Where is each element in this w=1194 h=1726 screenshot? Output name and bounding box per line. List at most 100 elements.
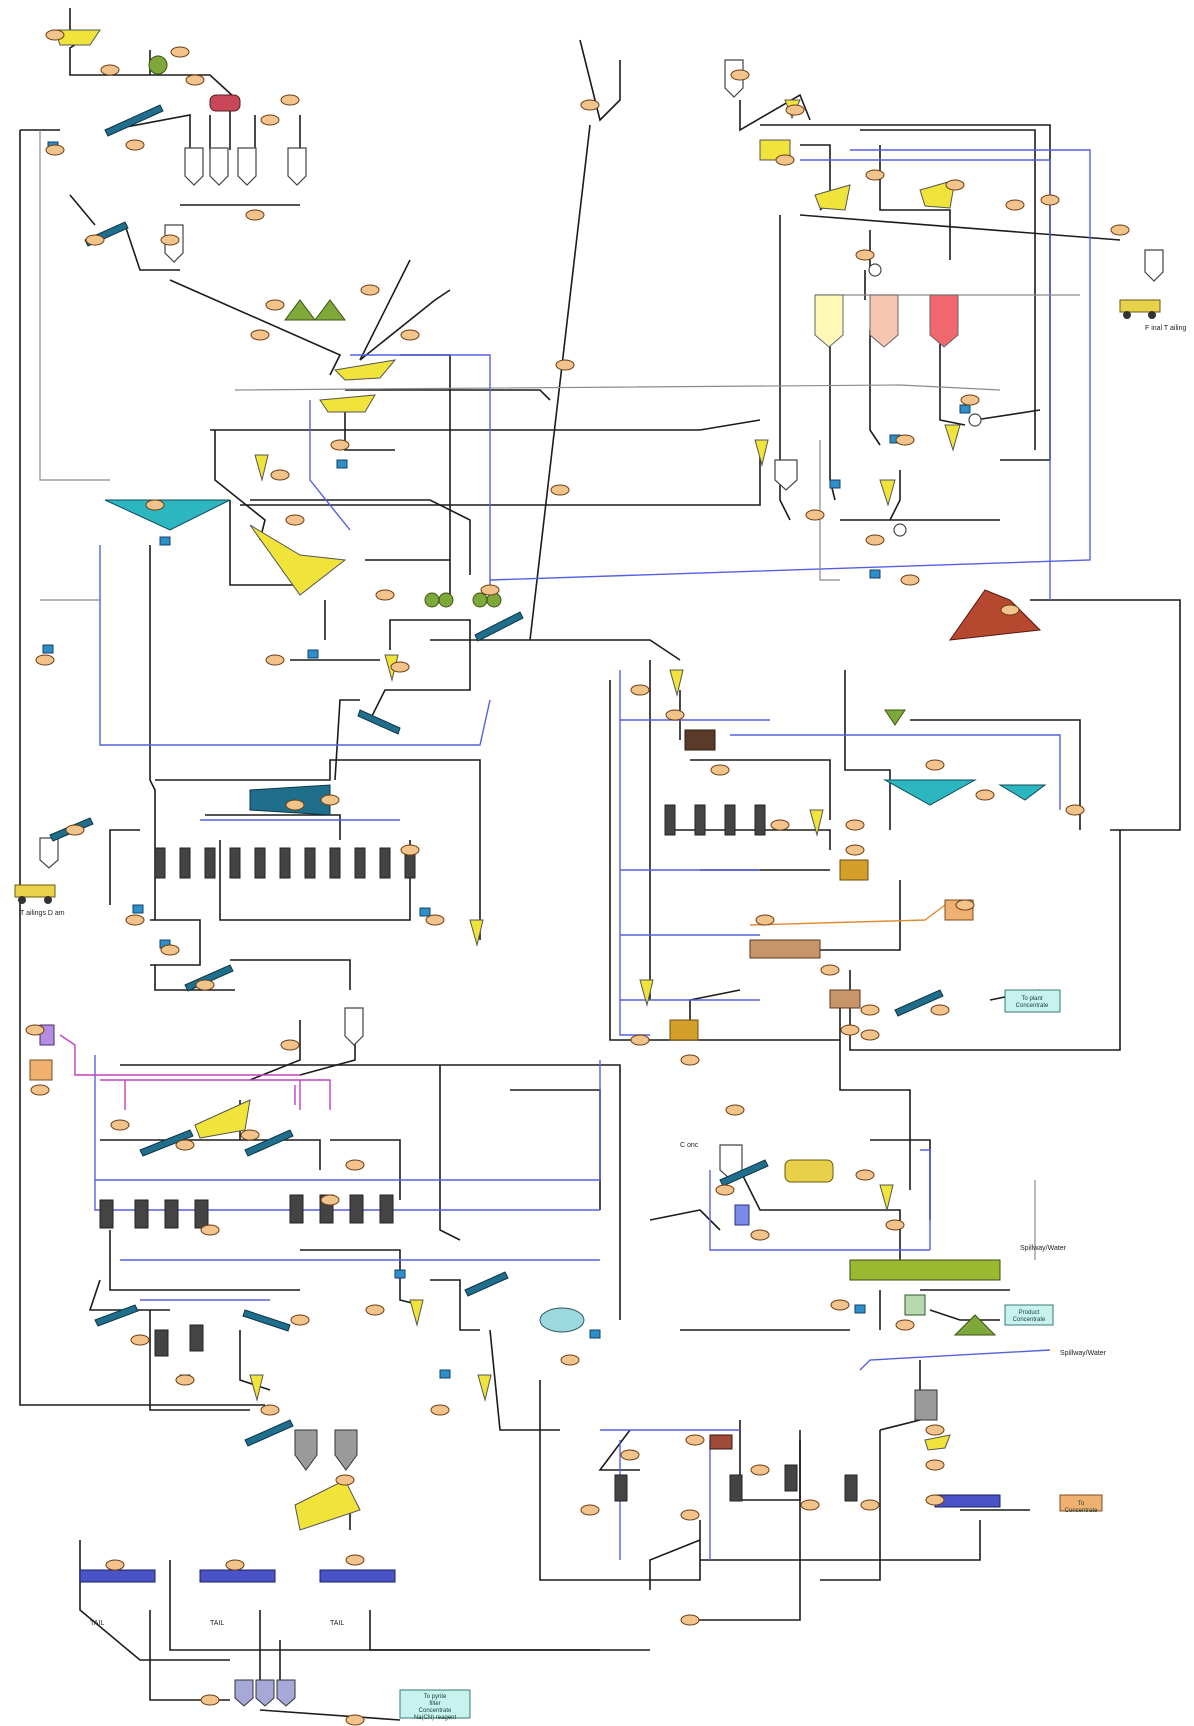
equipment-tag [926,760,944,770]
vib-screen-1 [335,360,395,380]
equipment-tag [831,1300,849,1310]
side-note-1: TAIL [90,1620,104,1627]
mill-1 [425,593,439,607]
equipment-tag [286,800,304,810]
flotation-train [850,1260,1000,1280]
equipment-tag [481,585,499,595]
pump-lb1 [395,1270,405,1278]
flotation-1 [840,860,868,880]
rb-blue-unit [735,1205,749,1225]
conveyor-4 [358,710,400,734]
equipment-tag [391,662,409,672]
silo-left [40,838,58,868]
equipment-tag [556,360,574,370]
reagent-cone [885,710,905,725]
primary-crusher [149,56,167,74]
filter-lb3 [155,1330,168,1356]
equipment-tag [431,1405,449,1415]
silo-r2 [1145,250,1163,281]
ore-bin [210,95,240,111]
equipment-tag [261,115,279,125]
equipment-tag [321,795,339,805]
equipment-tag [176,1140,194,1150]
equipment-tag [241,1130,259,1140]
jig [685,730,715,750]
equipment-tag [266,655,284,665]
pump-5 [308,650,318,658]
equipment-tag [931,1005,949,1015]
equipment-tag [786,105,804,115]
silo-3 [345,1008,363,1045]
pump-6 [133,905,143,913]
equipment-tag [171,47,189,57]
equipment-tag [846,845,864,855]
equipment-tag [271,470,289,480]
equipment-tag [331,440,349,450]
steam-line [750,905,945,925]
equipment-tag [901,575,919,585]
product-bins [235,1680,295,1706]
equipment-tag [321,1195,339,1205]
equipment-tag [861,1030,879,1040]
dump-truck-right [1120,300,1160,319]
equipment-tag [111,1120,129,1130]
equipment-tag [126,140,144,150]
side-note-2: TAIL [210,1620,224,1627]
pump-r3 [830,480,840,488]
pump-4 [43,645,53,653]
equipment-tag [866,535,884,545]
equipment-tag [196,980,214,990]
equipment-tag [681,1615,699,1625]
equipment-tag [861,1005,879,1015]
equipment-tag [716,1185,734,1195]
equipment-tag [146,500,164,510]
conveyor-1 [105,105,163,136]
equipment-tag [176,1375,194,1385]
stockpile [950,590,1040,640]
equipment-tag [561,1355,579,1365]
equipment-tag [686,1435,704,1445]
equipment-tag [401,330,419,340]
equipment-tag [1066,805,1084,815]
equipment-tag [46,145,64,155]
equipment-tag [756,915,774,925]
thickener-3 [1000,785,1045,800]
equipment-tag [886,1220,904,1230]
filter-bank-lb2 [290,1195,393,1223]
flotation-3 [670,1020,698,1040]
water-tank [540,1308,584,1332]
cyclone-lb3 [478,1375,491,1400]
cyclone-r4 [755,440,768,465]
jig-rb [710,1435,732,1449]
equipment-tag [131,1335,149,1345]
equipment-tag [246,210,264,220]
equipment-tag [26,1025,44,1035]
equipment-tag [346,1555,364,1565]
vib-screen-2 [320,395,375,412]
equipment-tag [346,1715,364,1725]
screen-rb [925,1435,950,1450]
side-note-4: C onc [680,1142,699,1149]
equipment-tag [681,1055,699,1065]
equipment-tag [926,1460,944,1470]
equipment-tag [581,1505,599,1515]
equipment-tag [66,825,84,835]
slurry-lines [20,8,1180,1720]
flotation-2 [830,990,860,1008]
thickener-1 [105,500,230,530]
pump-rb1 [855,1305,865,1313]
equipment-tag [401,845,419,855]
dump-truck-left [15,885,55,904]
equipment-tag [266,300,284,310]
thickener-2 [885,780,975,805]
equipment-tag [956,900,974,910]
equipment-tag [86,235,104,245]
conveyor-3 [475,612,523,641]
conveyor-lb4 [243,1310,290,1331]
pump-lb3 [590,1330,600,1338]
equipment-tag [376,590,394,600]
